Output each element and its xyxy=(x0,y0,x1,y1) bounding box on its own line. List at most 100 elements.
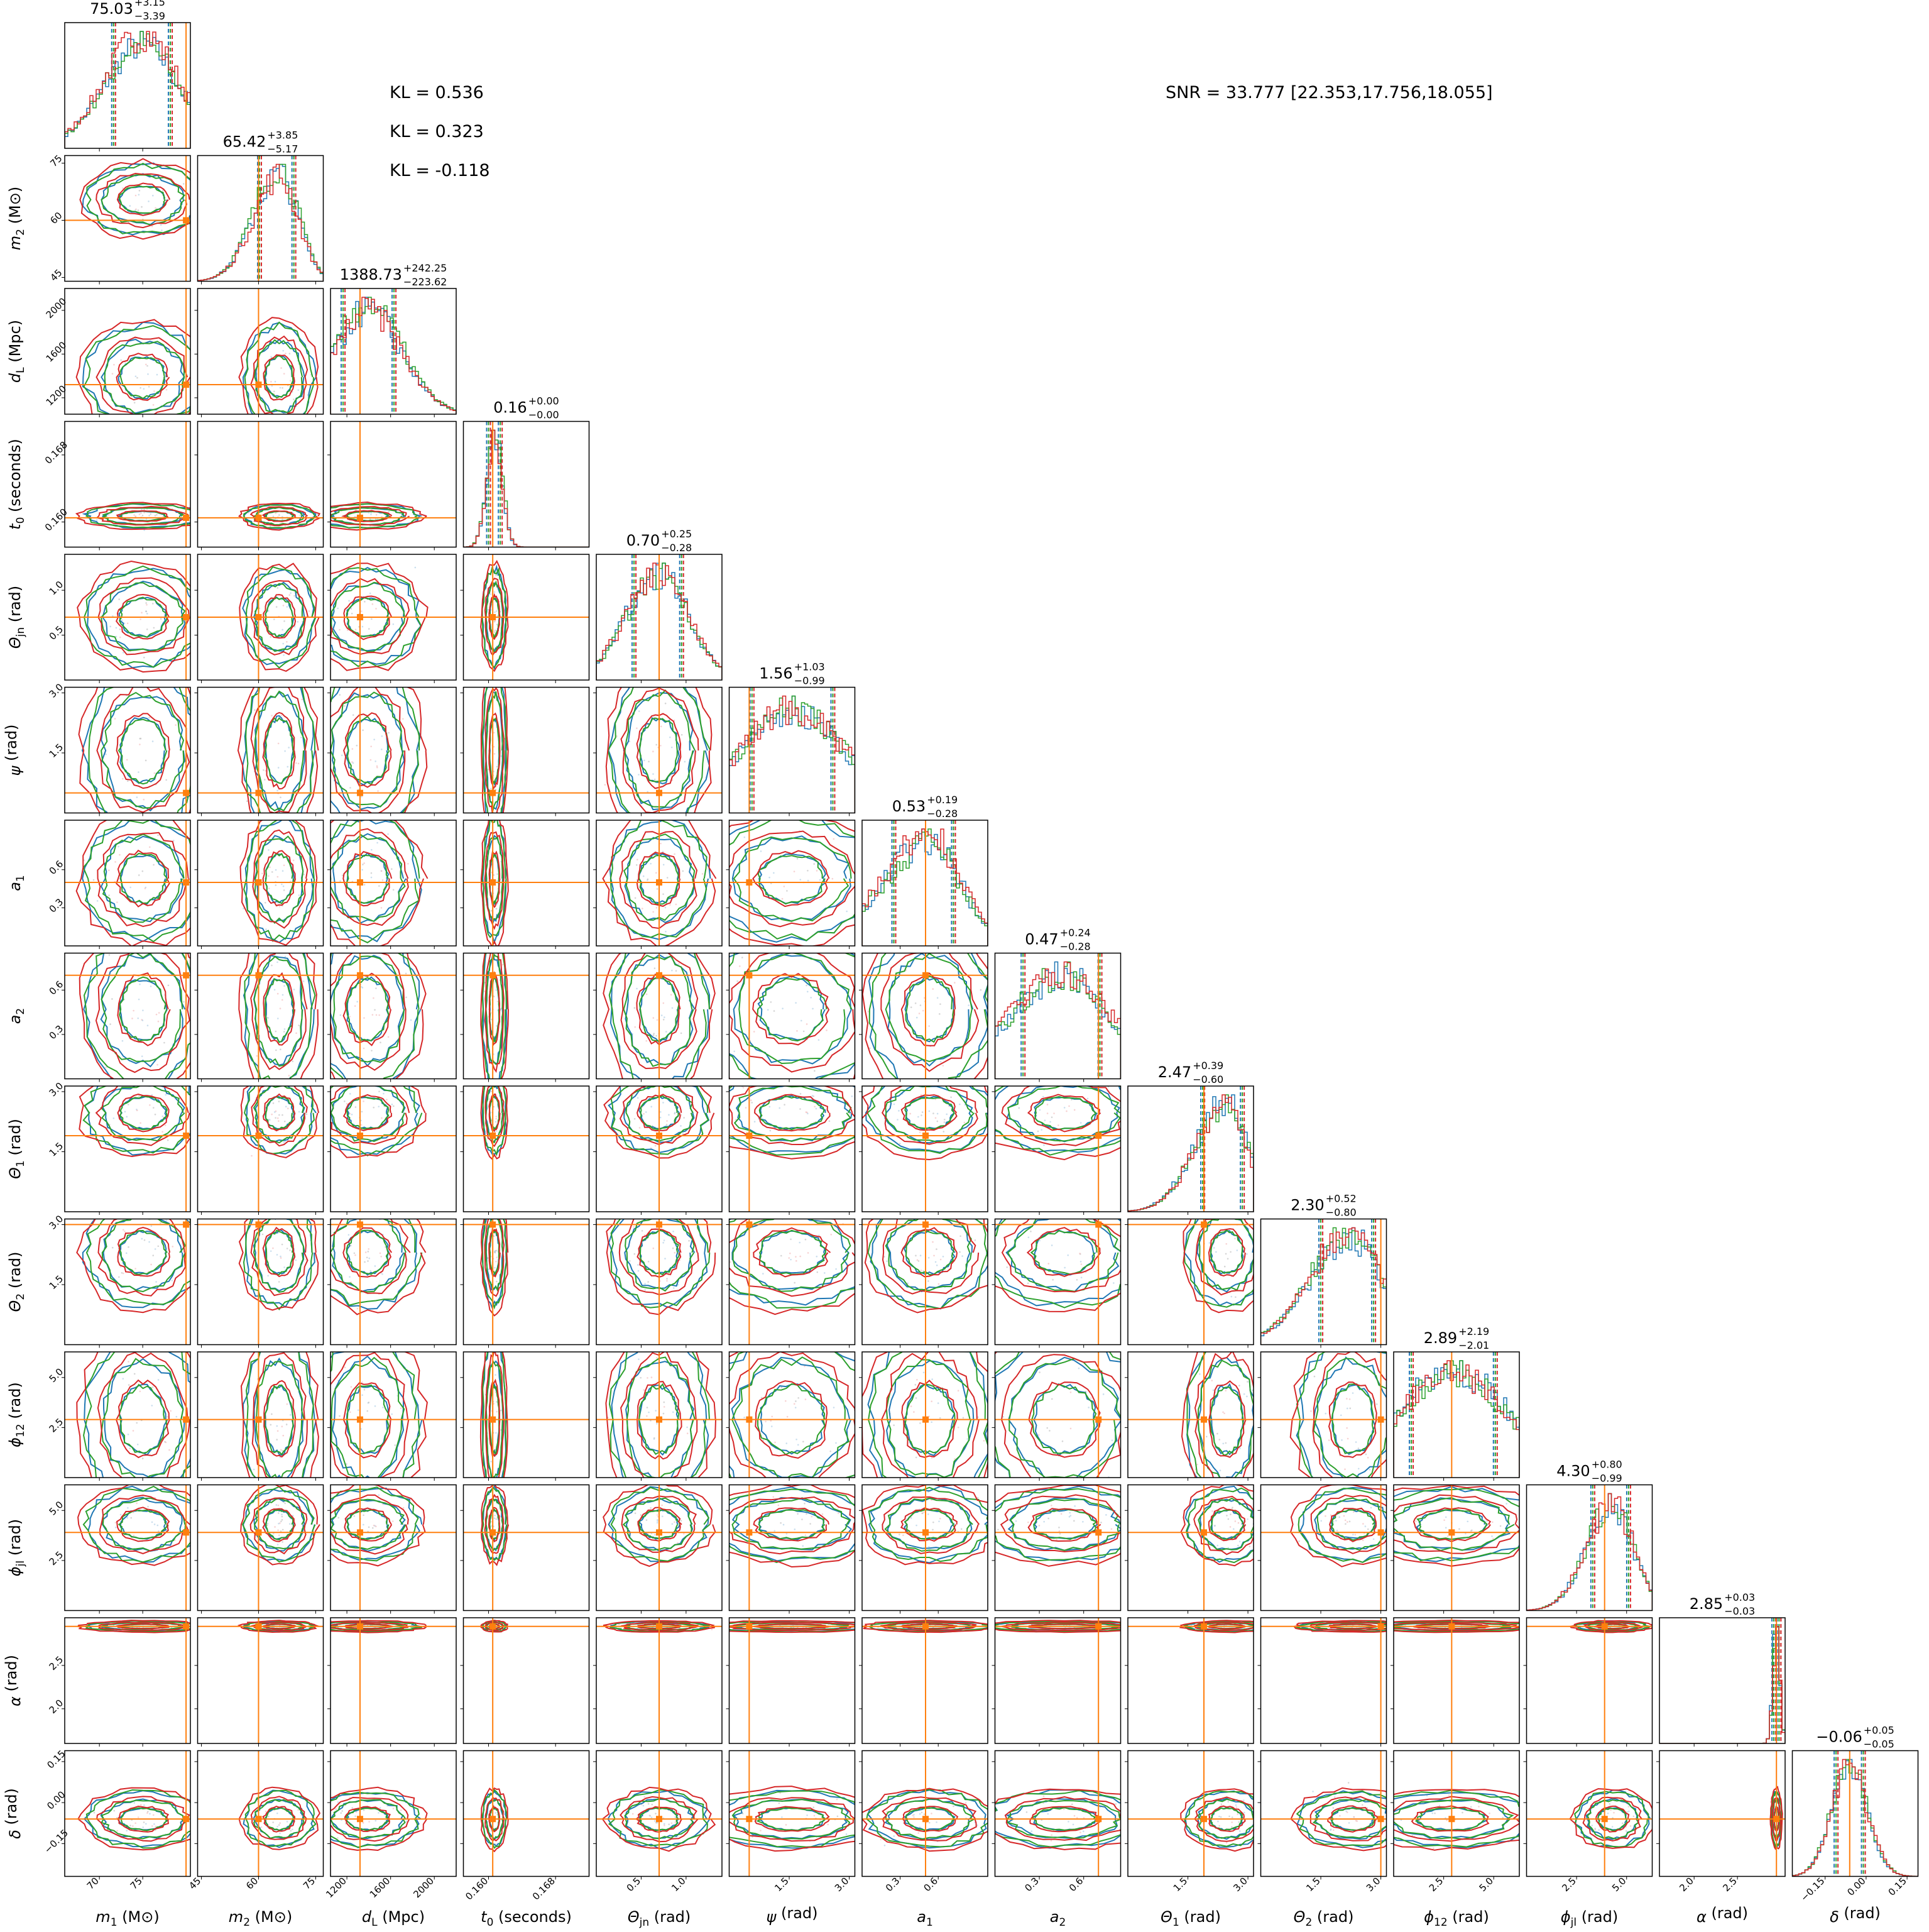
truth-marker xyxy=(356,1816,363,1823)
contour-panel-7-3 xyxy=(463,953,589,1079)
sample-point xyxy=(1352,1392,1354,1394)
sample-point xyxy=(886,1811,888,1813)
sample-point xyxy=(273,390,275,393)
sample-point xyxy=(145,759,147,762)
sample-point xyxy=(281,994,284,996)
sample-point xyxy=(651,1125,653,1127)
sample-point xyxy=(500,1409,502,1412)
sample-point xyxy=(1505,1503,1507,1505)
sample-point xyxy=(369,518,371,520)
sample-point xyxy=(281,1541,283,1543)
sample-point xyxy=(989,1437,991,1439)
label-subscript: 2 xyxy=(14,1008,27,1015)
histogram-step xyxy=(1659,1626,1785,1743)
panel-frame xyxy=(462,1218,590,1346)
contour-line xyxy=(1394,1789,1519,1848)
sample-point xyxy=(1073,1520,1075,1522)
sample-point xyxy=(1030,1231,1032,1232)
sample-point xyxy=(137,1816,139,1818)
sample-point xyxy=(495,1374,496,1376)
sample-point xyxy=(1227,1801,1230,1803)
truth-marker xyxy=(356,514,363,521)
sample-point xyxy=(114,1522,117,1523)
sample-point xyxy=(493,1517,496,1520)
panel-frame xyxy=(64,820,191,947)
sample-point xyxy=(346,1463,347,1465)
contour-panel-8-3 xyxy=(463,1086,589,1212)
contour-line xyxy=(118,1229,168,1275)
sample-point xyxy=(391,1103,393,1106)
panel-frame xyxy=(1127,1484,1254,1611)
sample-point xyxy=(134,1822,136,1825)
sample-point xyxy=(790,1258,792,1261)
sample-point xyxy=(280,1257,282,1259)
sample-point xyxy=(139,737,141,740)
contour-line xyxy=(638,1508,680,1539)
sample-point xyxy=(143,508,145,511)
label-symbol: ϕ xyxy=(6,1566,24,1576)
label-subscript: 1 xyxy=(926,1916,933,1929)
sample-point xyxy=(1220,1816,1222,1818)
sample-point xyxy=(278,1522,280,1525)
truth-marker xyxy=(255,381,262,388)
sample-point xyxy=(112,1117,115,1119)
sample-point xyxy=(402,718,404,720)
contour-line xyxy=(484,953,505,1073)
sample-point xyxy=(391,868,393,870)
contour-line xyxy=(331,1352,410,1478)
sample-point xyxy=(123,622,126,625)
sample-point xyxy=(1080,1263,1083,1265)
sample-point xyxy=(974,1239,976,1241)
sample-point xyxy=(652,911,654,913)
truth-marker xyxy=(255,1416,262,1423)
contour-line xyxy=(729,1797,855,1842)
sample-point xyxy=(666,1120,668,1122)
sample-point xyxy=(141,1238,143,1240)
sample-point xyxy=(770,1425,773,1427)
sample-point xyxy=(92,879,95,881)
sample-point xyxy=(1223,1265,1226,1268)
sample-point xyxy=(1325,1515,1326,1517)
contour-line xyxy=(625,1086,694,1142)
sample-point xyxy=(961,1255,963,1257)
axis-label: a2 xyxy=(6,1008,27,1024)
contour-line xyxy=(342,972,392,1046)
sample-point xyxy=(682,1133,684,1135)
sample-point xyxy=(119,431,121,432)
contour-panel-6-3 xyxy=(463,820,589,946)
y-tick-label: 2.5 xyxy=(47,1654,66,1673)
sample-point xyxy=(957,1426,959,1429)
panel-frame xyxy=(861,1085,988,1212)
panel-frame xyxy=(462,1484,590,1611)
sample-point xyxy=(380,1041,381,1044)
panel-frame xyxy=(596,554,723,681)
contour-panel-3-0 xyxy=(65,421,190,547)
contour-panel-13-11 xyxy=(1526,1750,1653,1877)
sample-point xyxy=(279,1832,281,1835)
sample-point xyxy=(1524,1625,1526,1627)
contour-panel-10-2 xyxy=(331,1352,456,1478)
contour-line xyxy=(900,1094,958,1131)
sample-point xyxy=(305,1259,307,1261)
sample-point xyxy=(1039,1371,1041,1373)
contour-line xyxy=(995,1788,1121,1850)
contour-line xyxy=(119,716,167,784)
contour-line xyxy=(729,1086,855,1154)
contour-line xyxy=(729,1219,855,1297)
sample-point xyxy=(147,1811,149,1813)
contour-line xyxy=(620,687,699,813)
sample-point xyxy=(148,515,150,517)
sample-point xyxy=(272,1247,274,1249)
sample-point xyxy=(354,1005,356,1007)
sample-point xyxy=(282,605,285,606)
title-median: 75.03 xyxy=(90,0,133,18)
hist-panel-11 xyxy=(1526,1485,1653,1611)
panel-frame xyxy=(462,820,590,947)
contour-line xyxy=(331,1487,423,1561)
sample-point xyxy=(139,983,141,985)
sample-point xyxy=(1325,1412,1327,1415)
sample-point xyxy=(1085,1271,1087,1273)
sample-point xyxy=(634,897,637,899)
sample-point xyxy=(283,1120,286,1122)
truth-marker xyxy=(255,1623,262,1630)
